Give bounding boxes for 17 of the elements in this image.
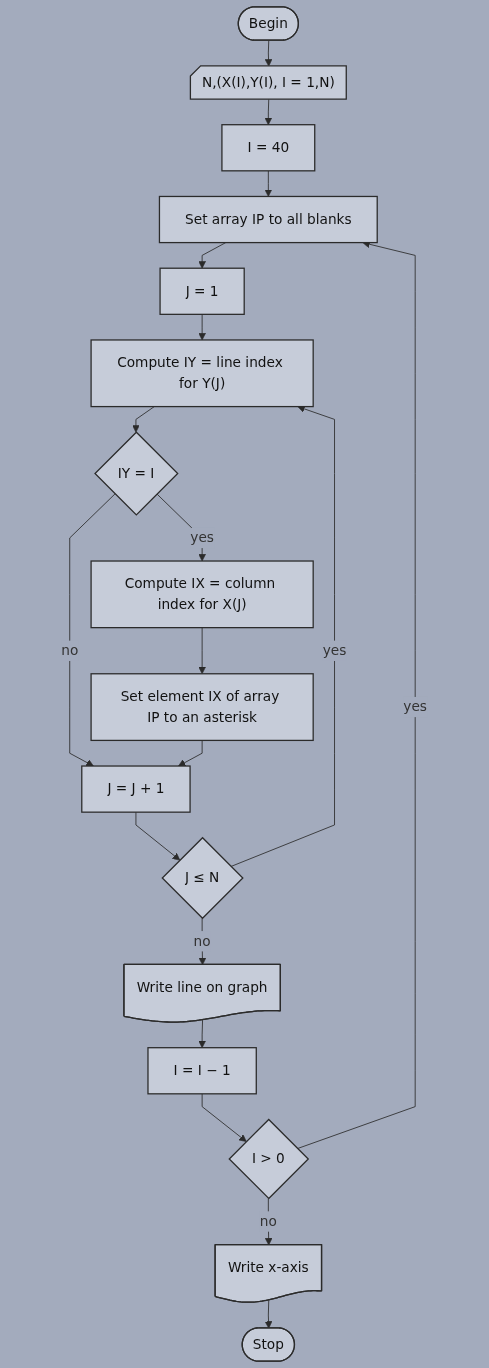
node-box: Compute IY = line index for Y(J): [90, 339, 315, 408]
edge-label: yes: [323, 642, 347, 659]
node-diamond: IY = I: [94, 431, 179, 516]
edge-label: no: [260, 1212, 278, 1230]
node-box: Compute IX = column index for X(J): [90, 560, 315, 629]
node-box: J = J + 1: [81, 765, 192, 813]
node-box: I = I − 1: [147, 1047, 258, 1095]
node-diamond: I > 0: [228, 1118, 310, 1200]
node-box: I = 40: [221, 124, 316, 172]
node-box: Set array IP to all blanks: [159, 195, 379, 244]
node-box: Set element IX of array IP to an asterisk: [90, 673, 315, 742]
edge-label: no: [194, 932, 212, 950]
edge-label: yes: [190, 529, 215, 546]
node-diamond: J ≤ N: [161, 836, 245, 920]
edge-label: no: [61, 642, 79, 659]
node-box: J = 1: [159, 267, 246, 315]
edge-label: yes: [403, 698, 428, 715]
